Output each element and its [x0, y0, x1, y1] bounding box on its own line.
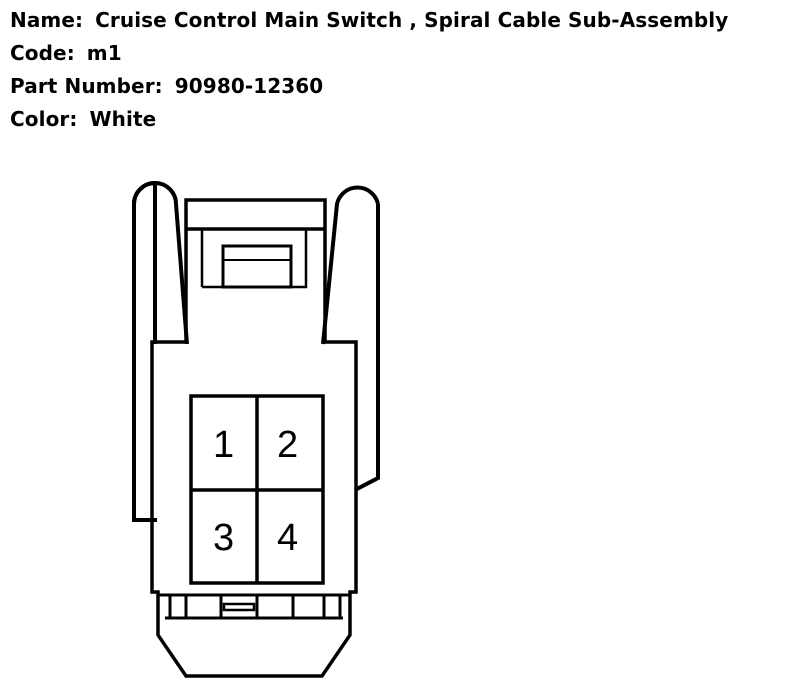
pin-1-label: 1 [213, 424, 234, 466]
name-value: Cruise Control Main Switch , Spiral Cabl… [95, 8, 729, 32]
part-number-label: Part Number: [10, 74, 163, 98]
pin-3-label: 3 [213, 517, 234, 559]
retainer-center-slot [222, 602, 256, 612]
code-row: Code: m1 [10, 37, 728, 70]
code-value: m1 [86, 41, 122, 65]
color-value: White [89, 107, 157, 131]
name-row: Name: Cruise Control Main Switch , Spiral… [10, 4, 728, 37]
code-label: Code: [10, 41, 75, 65]
pin-2-label: 2 [277, 424, 298, 466]
right-latch-arm [354, 204, 380, 492]
connector-housing [150, 198, 358, 678]
pin-4-label: 4 [277, 517, 298, 559]
retainer-slots [168, 595, 342, 618]
right-latch-arm-outline [321, 185, 380, 345]
name-label: Name: [10, 8, 84, 32]
part-number-row: Part Number: 90980-12360 [10, 70, 728, 103]
lock-window [221, 244, 293, 289]
part-number-value: 90980-12360 [174, 74, 324, 98]
color-row: Color: White [10, 103, 728, 136]
connector-info: Name: Cruise Control Main Switch , Spiral… [10, 4, 728, 136]
color-label: Color: [10, 107, 78, 131]
left-latch-arm-outline [132, 181, 189, 345]
